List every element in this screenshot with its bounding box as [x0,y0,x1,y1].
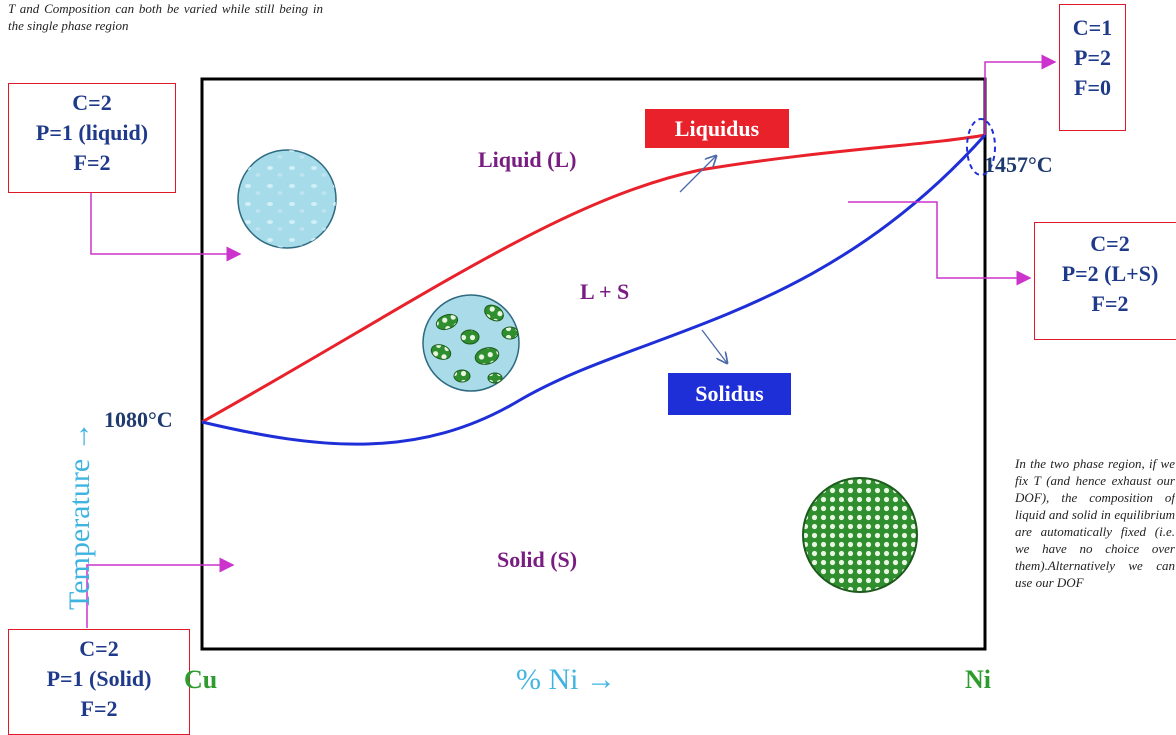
solidus-curve [201,134,987,446]
solid-phase-box: C=2 P=1 (Solid) F=2 [8,629,190,735]
y-axis-label: Temperature → [63,421,96,610]
two-phase-box: C=2 P=2 (L+S) F=2 [1034,222,1176,340]
ni-element-label: Ni [965,665,991,694]
melting-box-line-3: F=0 [1074,75,1111,100]
two-phase-box-line-3: F=2 [1091,291,1129,316]
two-phase-region-label: L + S [580,279,630,304]
liquid-box-line-2: P=1 (liquid) [35,120,149,145]
liquid-region-label: Liquid (L) [478,147,577,172]
solid-microstructure [802,477,918,593]
ni-melting-temperature: 1457°C [984,152,1053,177]
solidus-pointer [701,329,727,363]
melting-box-arrow [984,54,1057,135]
liquidus-curve [201,133,986,424]
solid-box-line-2: P=1 (Solid) [46,666,152,691]
melting-point-marker [966,118,996,176]
x-axis-label: % Ni → [516,663,616,696]
two-phase-microstructure [422,294,520,392]
liquid-phase-box: C=2 P=1 (liquid) F=2 [8,83,176,193]
cu-element-label: Cu [184,665,218,694]
two-phase-box-arrow [848,201,1032,286]
liquid-box-arrow [90,192,242,262]
single-phase-note: T and Composition can both be varied whi… [8,1,323,33]
liquid-box-line-1: C=2 [72,90,112,115]
solidus-label: Solidus [668,373,791,415]
liquid-box-line-3: F=2 [73,150,111,175]
melting-box-line-2: P=2 [1074,45,1111,70]
solid-box-arrow [86,557,235,628]
plot-frame [200,77,987,651]
phase-diagram-graphics [86,54,1057,651]
two-phase-note: In the two phase region, if we fix T (an… [1015,456,1175,590]
melting-box-line-1: C=1 [1072,15,1113,40]
melting-point-box: C=1 P=2 F=0 [1059,4,1126,131]
solid-box-line-3: F=2 [80,696,118,721]
two-phase-box-line-1: C=2 [1090,231,1130,256]
cu-melting-temperature: 1080°C [104,407,173,432]
liquidus-label: Liquidus [645,109,789,148]
solid-region-label: Solid (S) [497,547,578,572]
liquidus-pointer [679,156,716,193]
two-phase-box-line-2: P=2 (L+S) [1061,261,1159,286]
solid-box-line-1: C=2 [79,636,119,661]
